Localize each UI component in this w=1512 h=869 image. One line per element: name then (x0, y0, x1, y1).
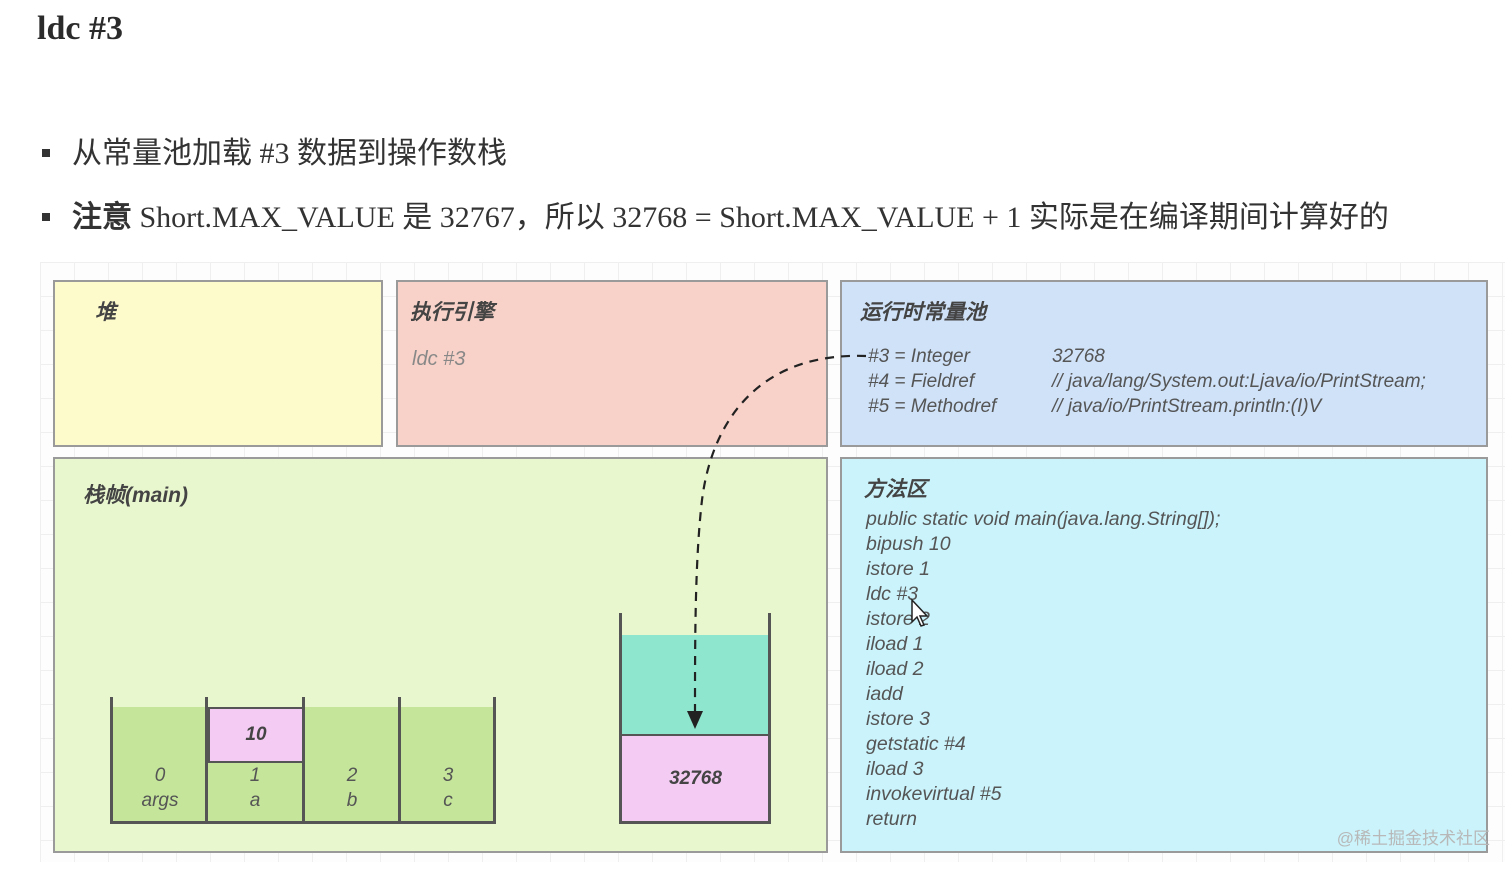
bytecode-line: iload 3 (866, 758, 924, 780)
runtime-constant-pool-title: 运行时常量池 (860, 301, 986, 324)
heap-box: 堆 (53, 280, 383, 447)
constant-pool-value: 32768 (1052, 346, 1105, 367)
bullet-item: 从常量池加载 #3 数据到操作数栈 (42, 128, 507, 172)
bytecode-line: iload 1 (866, 633, 924, 655)
page-title: ldc #3 (37, 10, 123, 47)
bytecode-line: bipush 10 (866, 533, 951, 555)
lv-floor (110, 821, 496, 824)
lv-divider (205, 697, 208, 824)
slot-index: 3 (442, 765, 454, 786)
slot-name: a (249, 790, 261, 811)
watermark: @稀土掘金技术社区 (1336, 829, 1490, 848)
operand-stack-floor (620, 821, 771, 824)
bullet-dot (42, 213, 50, 222)
slot-name: b (346, 790, 358, 811)
bytecode-line: iload 2 (866, 658, 924, 680)
stack-frame-title: 栈帧(main) (83, 484, 188, 507)
constant-pool-row: #5 = Methodref // java/io/PrintStream.pri… (868, 396, 1321, 418)
execution-engine-title: 执行引擎 (410, 301, 494, 324)
slot-1-value: 10 (208, 707, 304, 763)
local-variable-slot: 0 args (112, 763, 208, 813)
runtime-constant-pool-box: 运行时常量池 #3 = Integer 32768 #4 = Fieldref //… (840, 280, 1488, 447)
constant-pool-value: // java/io/PrintStream.println:(I)V (1052, 396, 1322, 417)
bytecode-line: iadd (866, 683, 903, 705)
constant-pool-key: #5 = Methodref (868, 396, 997, 417)
bytecode-line: invokevirtual #5 (866, 783, 1002, 805)
lv-divider (493, 697, 496, 824)
bytecode-line: getstatic #4 (866, 733, 966, 755)
operand-stack-top-value: 32768 (622, 734, 769, 822)
constant-pool-value: // java/lang/System.out:Ljava/io/PrintSt… (1052, 371, 1426, 392)
constant-pool-key: #3 = Integer (868, 346, 970, 367)
bullet-text: Short.MAX_VALUE 是 32767，所以 32768 = Short… (132, 201, 1389, 234)
bullet-dot (42, 149, 50, 158)
bytecode-list: public static void main(java.lang.String… (866, 507, 1220, 832)
bytecode-line: ldc #3 (866, 583, 919, 605)
method-area-title: 方法区 (864, 478, 927, 501)
bytecode-line: istore 1 (866, 558, 930, 580)
arrow-head-icon (687, 711, 703, 729)
lv-divider (398, 697, 401, 824)
bullet-item: 注意 Short.MAX_VALUE 是 32767，所以 32768 = Sh… (42, 192, 1389, 236)
bytecode-line: istore 3 (866, 708, 930, 730)
slot-index: 0 (154, 765, 166, 786)
heap-title: 堆 (95, 301, 116, 324)
constant-pool-key: #4 = Fieldref (868, 371, 975, 392)
mouse-pointer-icon (911, 598, 929, 627)
slot-name: c (443, 790, 453, 811)
operand-stack-wall (768, 613, 771, 824)
current-instruction: ldc #3 (412, 348, 466, 370)
constant-pool-row: #4 = Fieldref // java/lang/System.out:Lja… (868, 371, 1426, 393)
operand-stack-wall (619, 613, 622, 824)
slot-index: 2 (346, 765, 358, 786)
slot-name: args (141, 790, 179, 811)
constant-pool-row: #3 = Integer 32768 (868, 346, 1105, 368)
dashed-arrow-path (693, 354, 867, 713)
bullet-note-label: 注意 (72, 201, 132, 234)
bytecode-line: return (866, 808, 917, 830)
lv-divider (110, 697, 113, 824)
bullet-text: 从常量池加载 #3 数据到操作数栈 (72, 137, 507, 170)
bytecode-line: public static void main(java.lang.String… (866, 508, 1221, 530)
execution-engine-box: 执行引擎 ldc #3 (396, 280, 828, 447)
method-area-box: 方法区 public static void main(java.lang.St… (840, 457, 1488, 853)
slot-index: 1 (249, 765, 261, 786)
